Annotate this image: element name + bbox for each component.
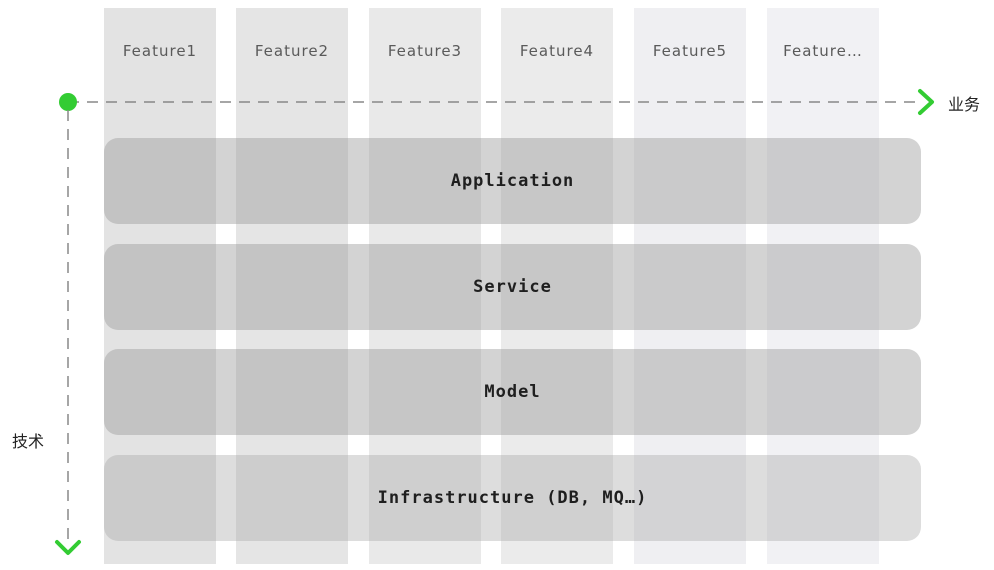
chevron-right-icon <box>918 89 934 115</box>
layer-model: Model <box>104 349 921 435</box>
layer-application: Application <box>104 138 921 224</box>
feature-column-1: Feature1 <box>104 8 216 564</box>
feature-label: Feature5 <box>652 42 728 60</box>
technical-axis-label: 技术 <box>12 432 45 451</box>
layer-label: Model <box>484 382 541 402</box>
feature-label: Feature… <box>783 42 863 60</box>
layer-label: Application <box>450 171 575 191</box>
feature-label: Feature2 <box>254 42 330 60</box>
feature-label: Feature3 <box>387 42 463 60</box>
feature-column-6: Feature… <box>767 8 879 564</box>
layer-infrastructure: Infrastructure (DB, MQ…) <box>104 455 921 541</box>
business-axis-label: 业务 <box>948 95 981 114</box>
feature-label: Feature1 <box>122 42 198 60</box>
feature-label: Feature4 <box>519 42 595 60</box>
layer-service: Service <box>104 244 921 330</box>
feature-column-2: Feature2 <box>236 8 348 564</box>
feature-column-5: Feature5 <box>634 8 746 564</box>
layer-label: Infrastructure (DB, MQ…) <box>377 488 648 508</box>
feature-column-3: Feature3 <box>369 8 481 564</box>
feature-column-4: Feature4 <box>501 8 613 564</box>
chevron-down-icon <box>55 540 81 555</box>
layer-label: Service <box>473 277 552 297</box>
axis-origin-dot <box>59 93 77 111</box>
